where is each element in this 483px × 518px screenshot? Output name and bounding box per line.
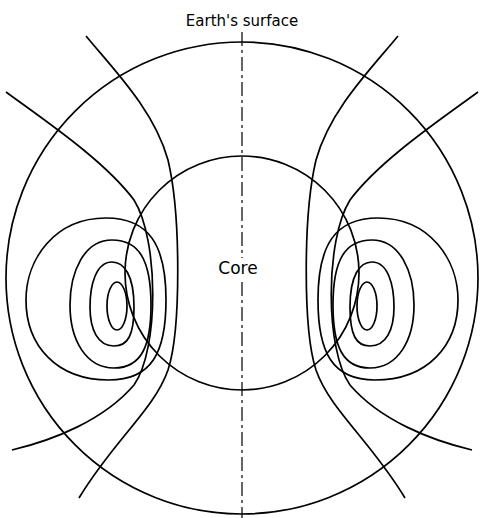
field-loop bbox=[26, 218, 166, 380]
right-field-lines bbox=[306, 36, 478, 498]
field-line bbox=[331, 92, 478, 450]
core-label: Core bbox=[215, 258, 260, 279]
field-line bbox=[6, 92, 153, 450]
field-line bbox=[79, 36, 178, 498]
field-loop bbox=[318, 218, 458, 380]
left-field-lines bbox=[6, 36, 178, 498]
field-loop bbox=[90, 262, 134, 346]
field-loop bbox=[357, 282, 377, 330]
core-circle: Core bbox=[124, 155, 360, 391]
circle-outline bbox=[125, 156, 359, 390]
earth-surface-circle: CoreEarth's surface bbox=[5, 41, 479, 515]
field-line-group bbox=[6, 36, 478, 498]
field-loop bbox=[70, 240, 151, 368]
field-loop bbox=[350, 262, 394, 346]
field-loop bbox=[107, 282, 127, 330]
surface-label: Earth's surface bbox=[186, 13, 298, 30]
circle-outline bbox=[6, 42, 478, 514]
field-line bbox=[306, 36, 405, 498]
field-loop bbox=[333, 240, 414, 368]
